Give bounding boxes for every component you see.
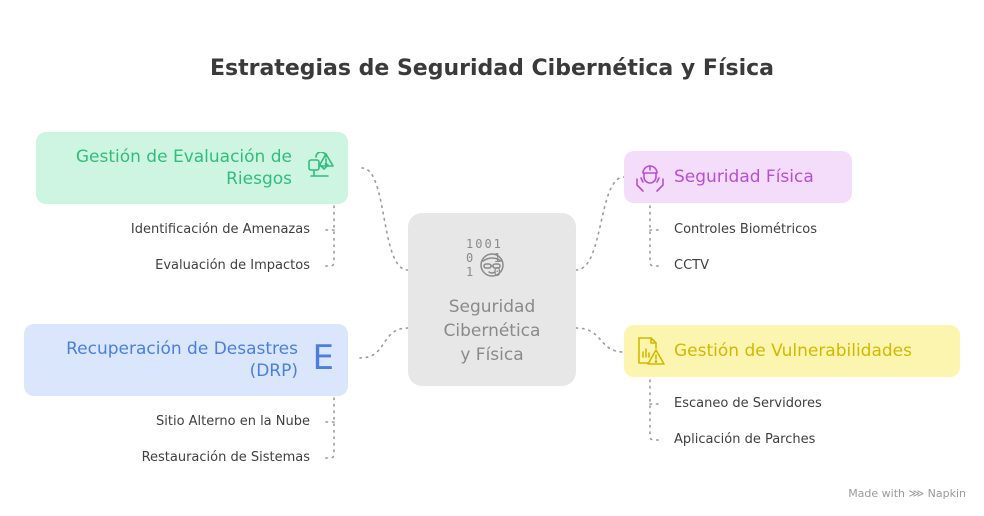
connector-physical <box>575 176 625 271</box>
letter-e-icon: E <box>312 338 334 378</box>
connector-disaster <box>359 327 409 359</box>
vuln-item-1: Escaneo de Servidores <box>674 396 822 411</box>
disaster-item-1: Sitio Alterno en la Nube <box>156 414 310 429</box>
binary-line-3: 1 0 <box>466 265 503 279</box>
branch-disaster-label-line-2: (DRP) <box>249 361 298 381</box>
branch-vulnerability-management: Gestión de Vulnerabilidades <box>624 325 960 377</box>
center-label: Seguridad Cibernética y Física <box>408 295 576 367</box>
center-label-line-1: Seguridad <box>448 297 536 317</box>
physical-item-1: Controles Biométricos <box>674 222 817 237</box>
hacker-face-icon <box>478 251 506 279</box>
branch-disaster-recovery: Recuperación de Desastres (DRP) E <box>24 324 348 396</box>
branch-physical-security: Seguridad Física <box>624 151 852 203</box>
branch-vuln-label: Gestión de Vulnerabilidades <box>674 341 912 361</box>
branch-disaster-label: Recuperación de Desastres (DRP) <box>66 338 298 382</box>
center-label-line-3: y Física <box>460 345 524 365</box>
center-label-line-2: Cibernética <box>443 321 541 341</box>
connector-physical-sub <box>649 205 663 267</box>
risk-item-1: Identificación de Amenazas <box>130 222 310 237</box>
vulnerability-report-icon <box>634 335 666 367</box>
branch-risk-label-line-1: Gestión de Evaluación de <box>75 147 292 167</box>
connector-vuln <box>575 327 625 353</box>
vuln-item-2: Aplicación de Parches <box>674 432 816 447</box>
binary-line-1: 1001 <box>466 237 503 251</box>
diagram-title: Estrategias de Seguridad Cibernética y F… <box>209 56 775 81</box>
physical-item-2: CCTV <box>674 258 709 273</box>
branch-risk-label: Gestión de Evaluación de Riesgos <box>76 146 292 190</box>
branch-risk-assessment: Gestión de Evaluación de Riesgos <box>36 132 348 204</box>
connector-risk <box>361 167 409 271</box>
disaster-item-2: Restauración de Sistemas <box>141 450 310 465</box>
connector-disaster-sub <box>321 397 335 459</box>
binary-line-2: 0 1 <box>466 251 503 265</box>
binary-code-icon: 1001 0 1 1 0 <box>466 237 518 279</box>
footer-attribution[interactable]: Made with ⋙ Napkin <box>848 487 966 500</box>
security-guard-icon <box>634 161 666 193</box>
risk-item-2: Evaluación de Impactos <box>155 258 310 273</box>
branch-disaster-label-line-1: Recuperación de Desastres <box>66 339 298 359</box>
connector-vuln-sub <box>649 379 663 441</box>
branch-risk-label-line-2: Riesgos <box>226 169 292 189</box>
risk-assessment-icon <box>306 151 336 182</box>
connector-risk-sub <box>321 205 335 267</box>
center-node: 1001 0 1 1 0 Seguridad Cibernética y Fís… <box>408 213 576 386</box>
branch-physical-label: Seguridad Física <box>674 167 814 187</box>
